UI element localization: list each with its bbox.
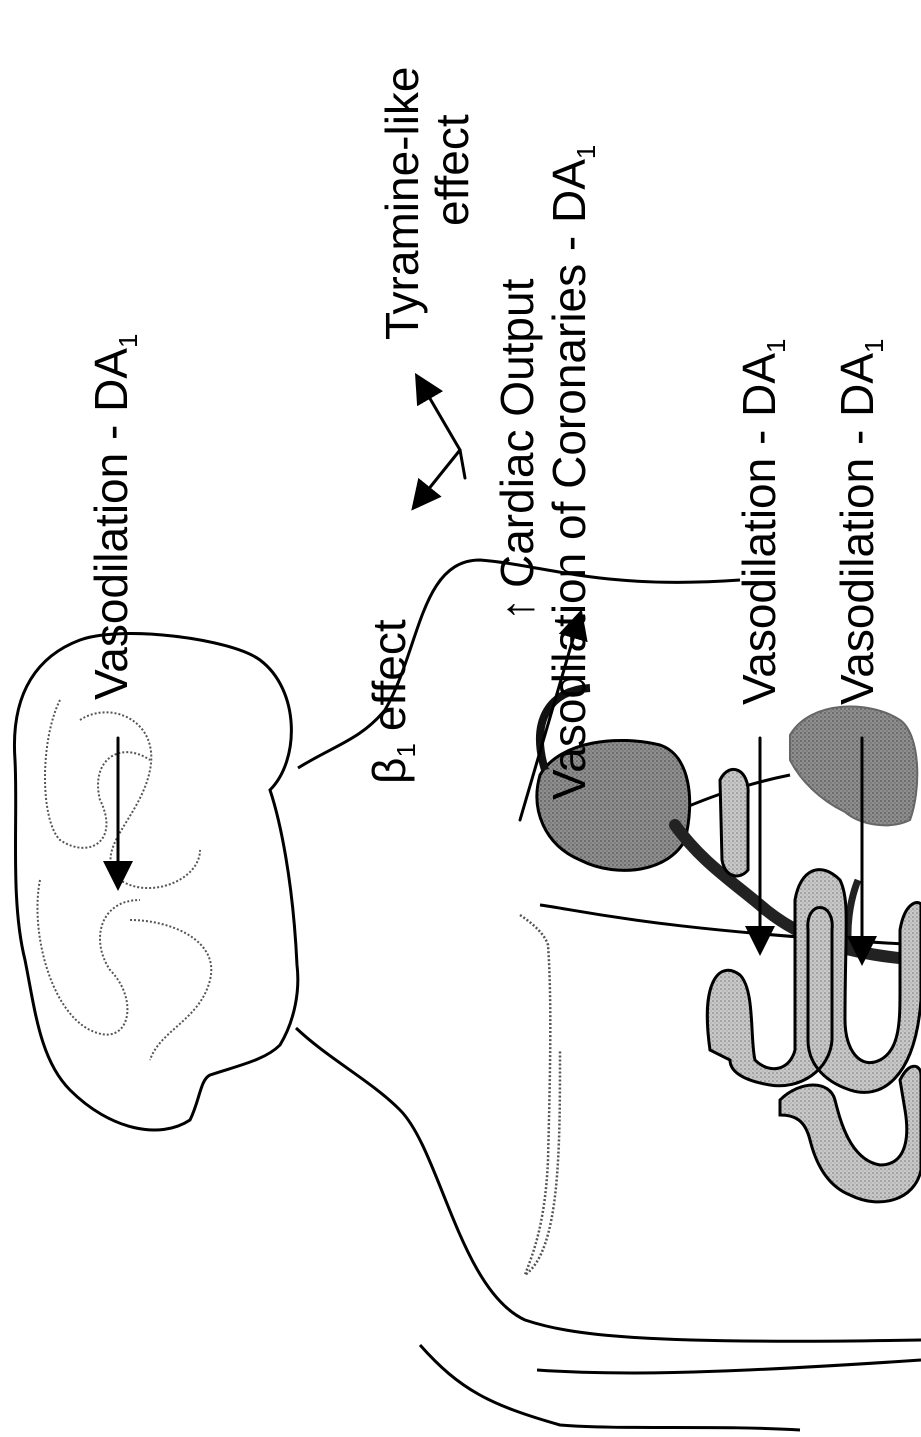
chest-dotted-outline [520, 915, 560, 1275]
trunk-side [420, 1345, 800, 1430]
kidneys [790, 706, 917, 825]
brain-folds [37, 700, 211, 1060]
coronaries-label: Vasodilation of Coronaries - DA1 [543, 145, 601, 800]
svg-text:Vasodilation - DA1: Vasodilation - DA1 [831, 339, 889, 705]
tyramine-label-line2: effect [426, 114, 478, 226]
left-arm [537, 1360, 921, 1373]
svg-text:effect: effect [426, 114, 478, 226]
body-outline [14, 560, 921, 1430]
branch-stem [460, 450, 465, 478]
svg-text:Vasodilation of Coronaries - D: Vasodilation of Coronaries - DA1 [543, 145, 601, 800]
tyramine-branch-arrow [418, 378, 460, 450]
brain-label: Vasodilation - DA1 [85, 334, 143, 700]
waist-line [540, 905, 921, 945]
cardiac-output-label: ↑Cardiac Output [491, 278, 543, 621]
svg-text:Vasodilation - DA1: Vasodilation - DA1 [85, 334, 143, 700]
svg-text:Tyramine-like: Tyramine-like [376, 66, 428, 340]
svg-text:β1effect: β1effect [363, 619, 421, 784]
renal-label: Vasodilation - DA1 [831, 339, 889, 705]
tyramine-label: Tyramine-like [376, 66, 428, 340]
beta-branch-arrow [415, 450, 460, 506]
renal-vessel [848, 880, 858, 955]
svg-text:↑Cardiac Output: ↑Cardiac Output [491, 278, 543, 621]
mesenteric-label: Vasodilation - DA1 [733, 339, 791, 705]
beta-effect-label: β1effect [363, 619, 421, 784]
svg-text:Vasodilation - DA1: Vasodilation - DA1 [733, 339, 791, 705]
intestines [707, 769, 921, 1202]
